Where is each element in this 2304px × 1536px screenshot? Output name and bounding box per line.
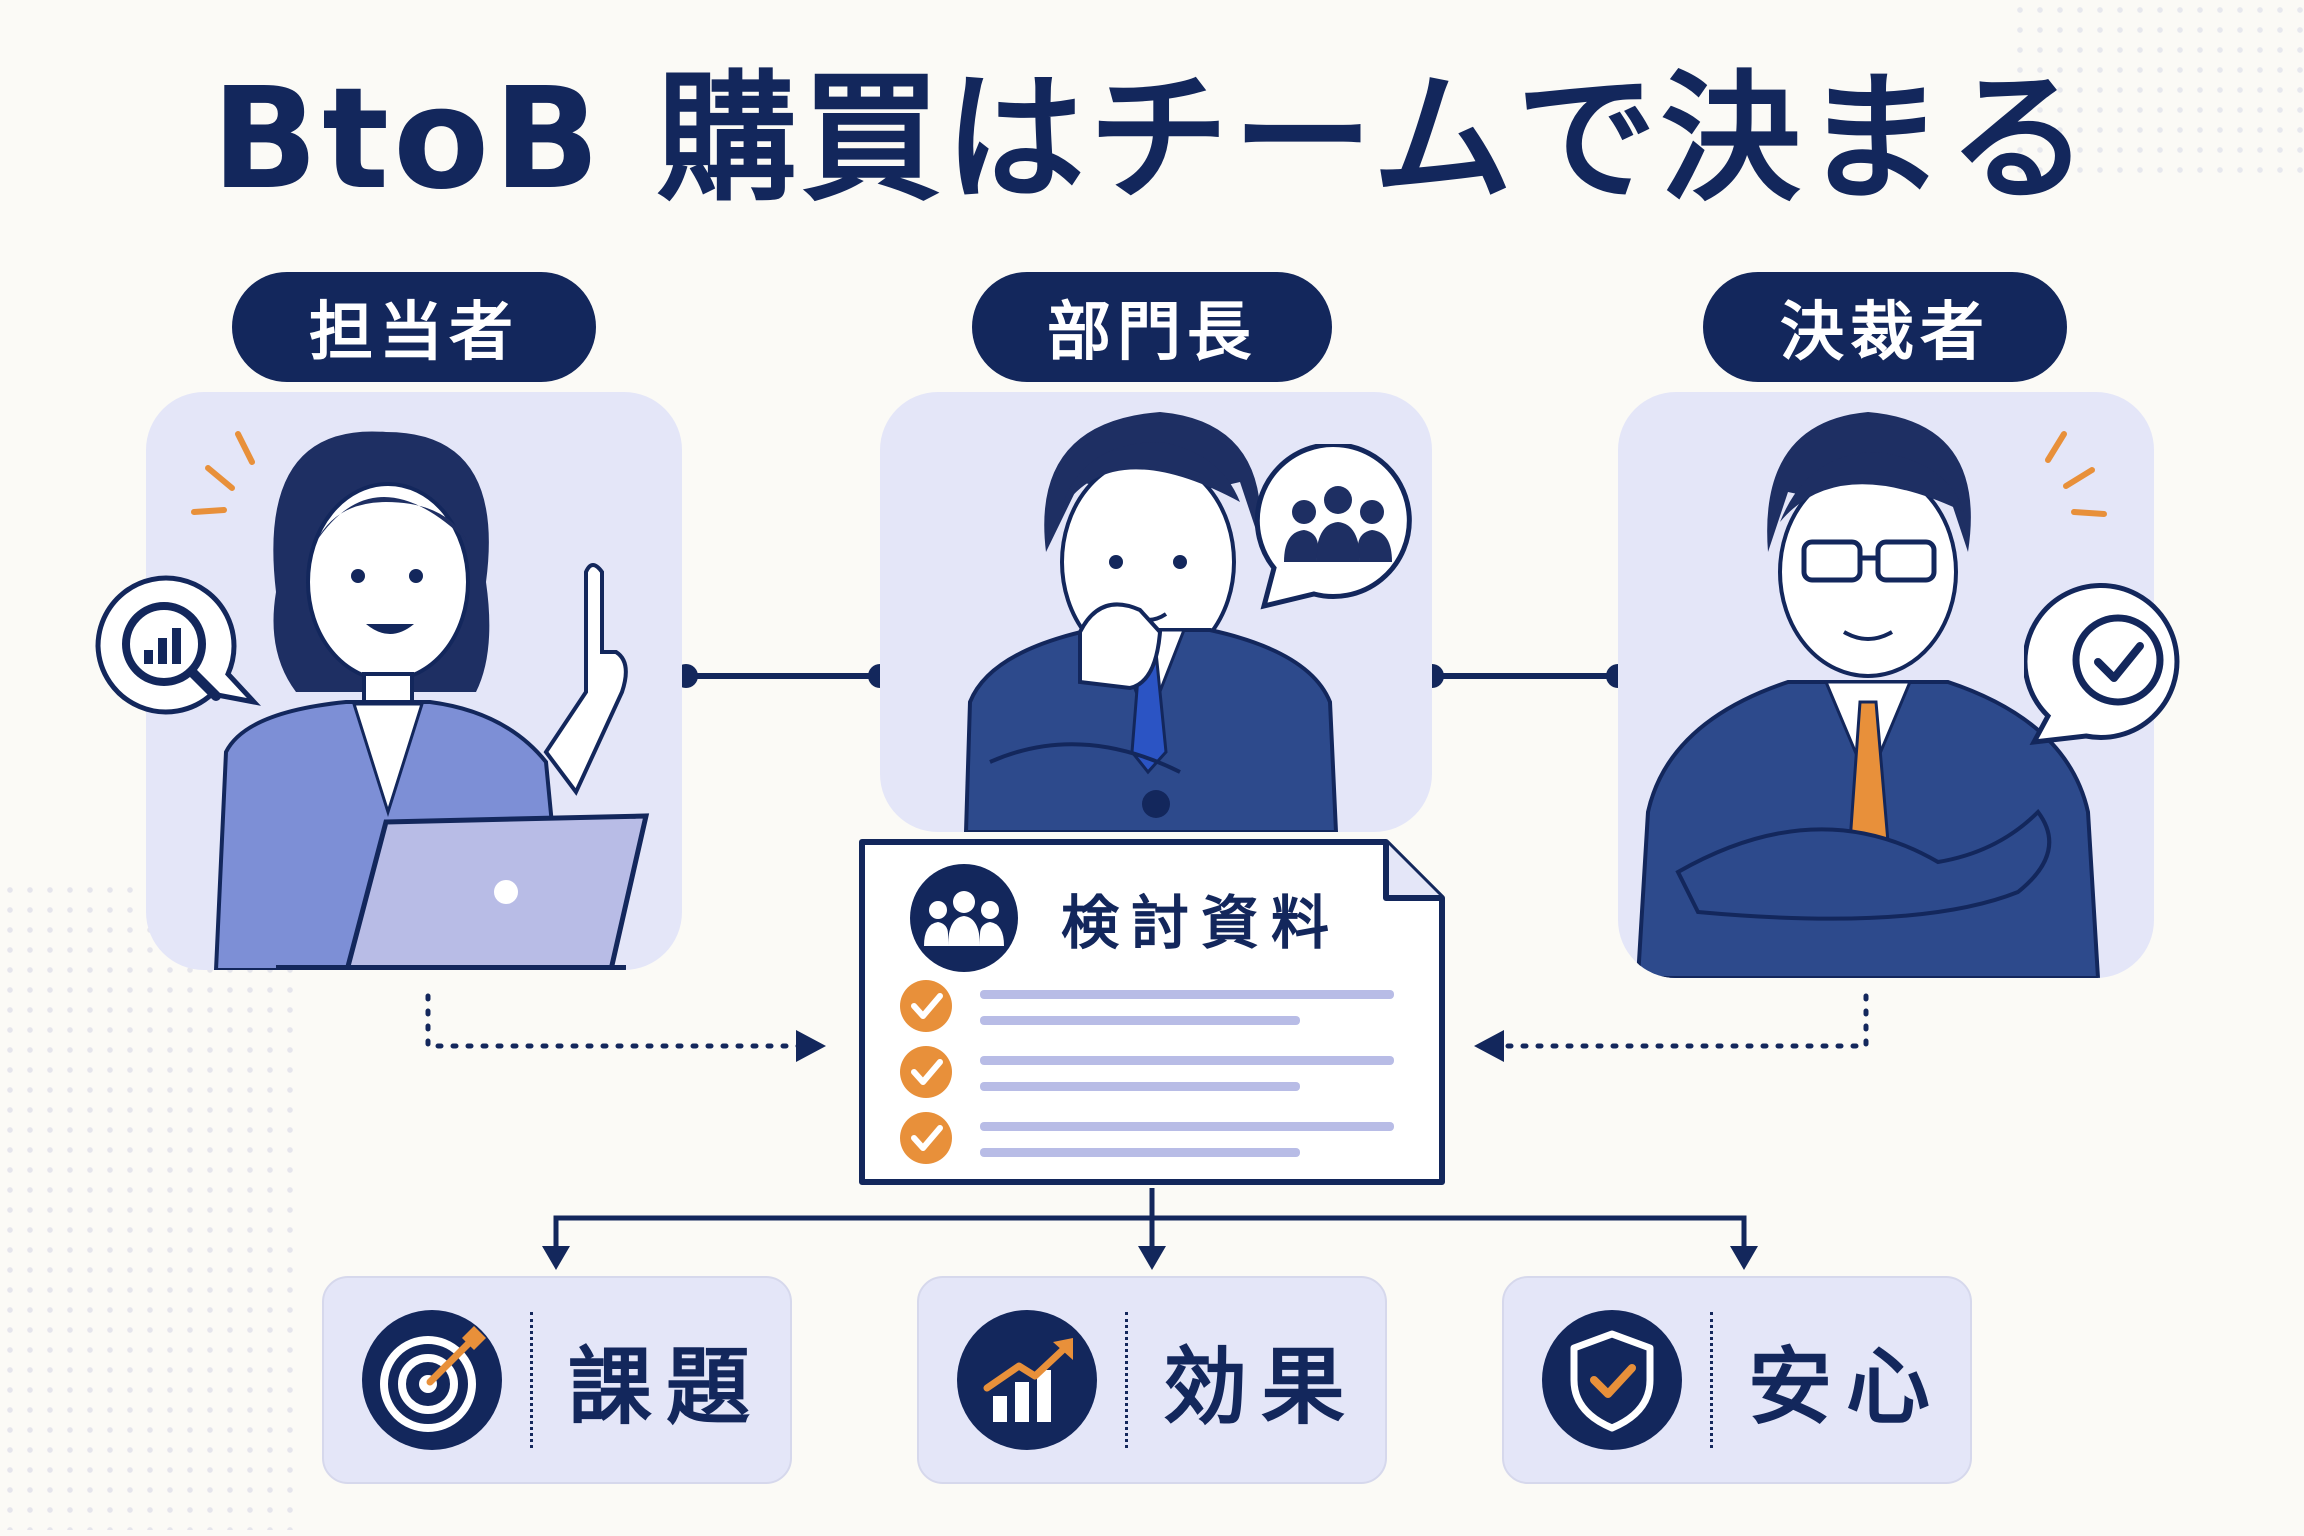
outcome-label-reassurance: 安心	[1748, 1337, 1945, 1436]
department-head-illustration	[963, 412, 1339, 832]
outcome-label-issue: 課題	[568, 1337, 765, 1436]
dot-pattern-left	[0, 880, 300, 1530]
document-title: 検討資料	[1061, 889, 1342, 957]
role-pill-staff: 担当者	[232, 272, 596, 382]
outcome-divider	[530, 1312, 533, 1448]
dotted-arrow-approver-to-doc	[1474, 993, 1869, 1062]
review-document: 検討資料	[856, 836, 1448, 1188]
role-pill-approver: 決裁者	[1703, 272, 2067, 382]
analytics-search-icon	[95, 575, 262, 715]
role-label-staff: 担当者	[309, 296, 519, 370]
role-label-department-head: 部門長	[1047, 296, 1257, 370]
document-frame	[859, 839, 1445, 1185]
team-group-icon	[1254, 444, 1412, 610]
shield-check-icon	[1542, 1310, 1682, 1450]
dot-pattern-top-right	[2010, 0, 2304, 180]
dotted-arrow-staff-to-doc	[425, 993, 826, 1062]
checklist-item	[900, 980, 1394, 1032]
outcome-card-issue: 課題	[322, 1276, 792, 1484]
checklist-item	[900, 1046, 1394, 1098]
outcome-divider	[1125, 1312, 1128, 1448]
document-header-icon	[910, 864, 1018, 972]
outcome-label-effect: 効果	[1163, 1337, 1360, 1436]
target-arrow-icon	[362, 1310, 502, 1450]
growth-chart-icon	[957, 1310, 1097, 1450]
checklist-item	[900, 1112, 1394, 1164]
approver-illustration	[1635, 412, 2107, 978]
person-card-approver	[1618, 392, 2154, 978]
staff-illustration	[191, 431, 650, 970]
connector-staff-head	[674, 664, 892, 688]
outcome-divider	[1710, 1312, 1713, 1448]
outcome-card-reassurance: 安心	[1502, 1276, 1972, 1484]
role-pill-department-head: 部門長	[972, 272, 1332, 382]
check-approval-icon	[2024, 582, 2180, 746]
role-label-approver: 決裁者	[1780, 296, 1990, 370]
outcome-card-effect: 効果	[917, 1276, 1387, 1484]
branch-lines-to-outcomes	[542, 1188, 1758, 1270]
connector-head-approver	[1420, 664, 1630, 688]
page-title: BtoB 購買はチームで決まる	[211, 58, 2093, 221]
